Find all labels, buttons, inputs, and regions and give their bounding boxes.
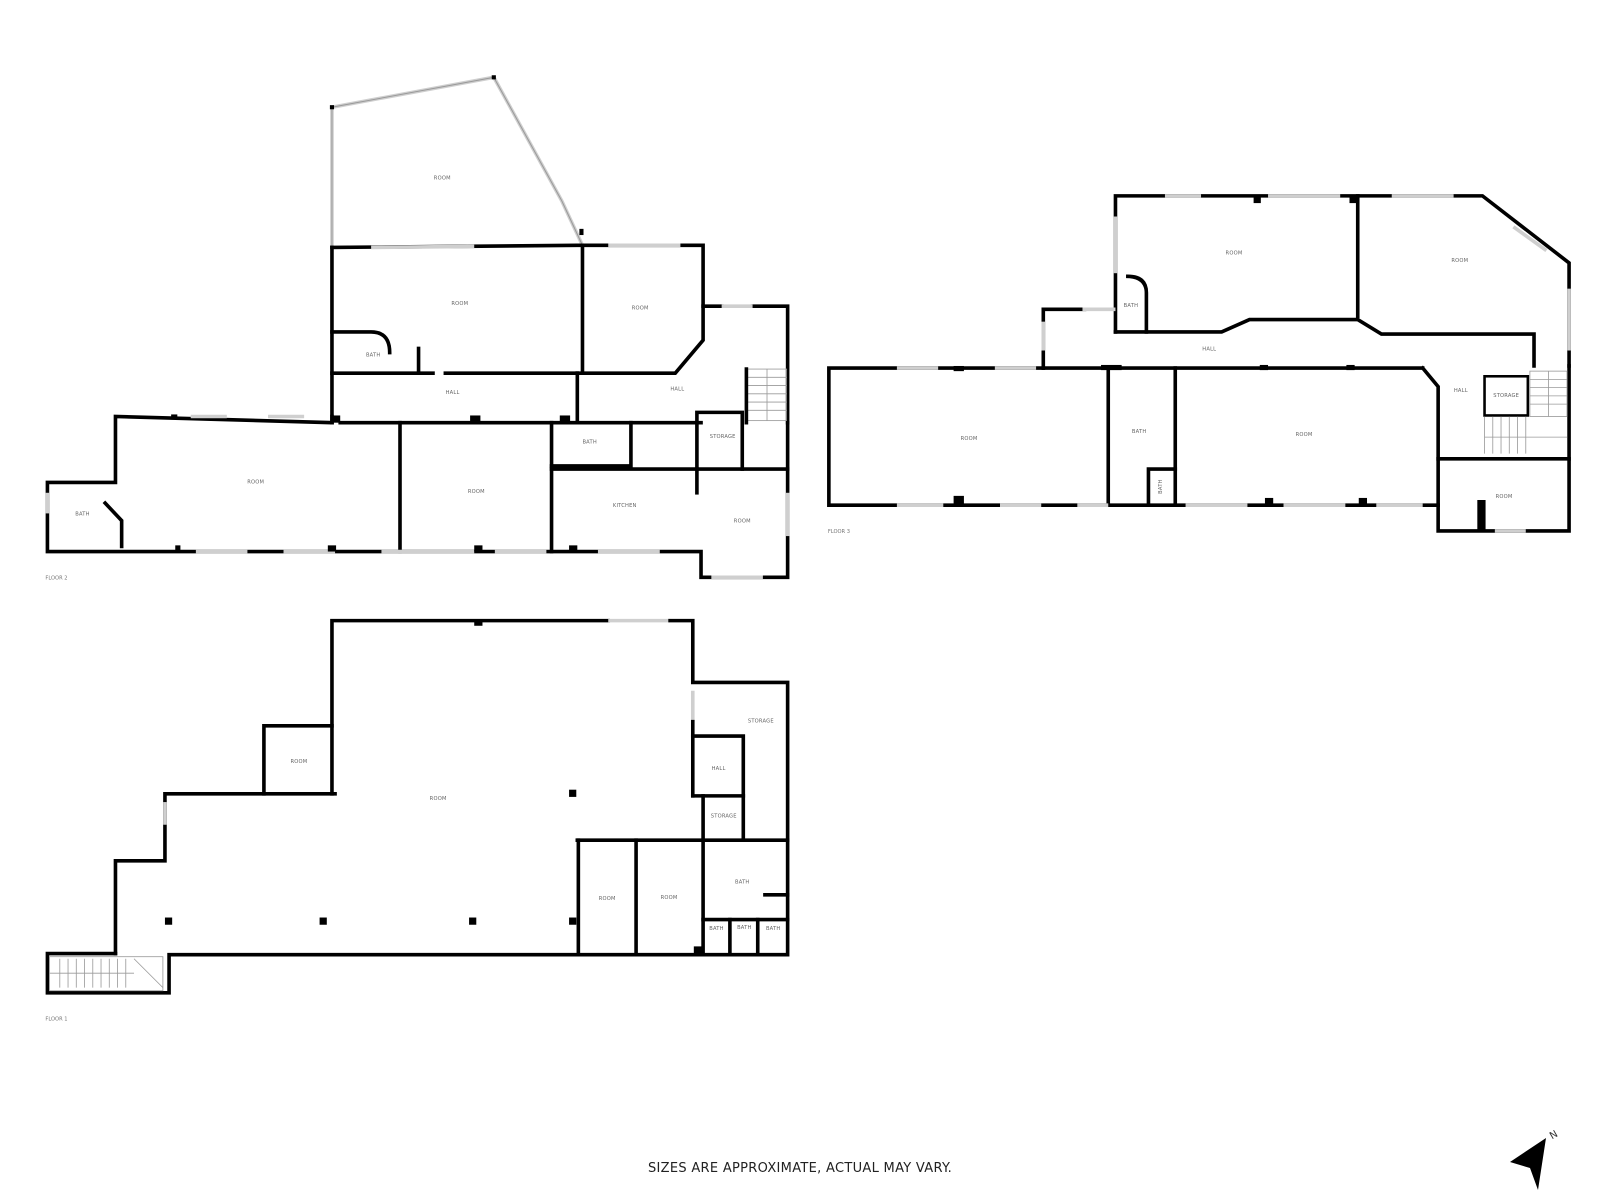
floor-2-plan: ROOM ROOM ROOM BATH HALL HALL BATH ROOM … bbox=[45, 75, 790, 581]
room-label: BATH bbox=[766, 926, 780, 932]
disclaimer-text: SIZES ARE APPROXIMATE, ACTUAL MAY VARY. bbox=[647, 1161, 953, 1176]
room-label: BATH bbox=[1132, 429, 1146, 435]
room-label: HALL bbox=[670, 387, 684, 393]
north-arrow-icon: N bbox=[1510, 1129, 1560, 1190]
room-label: BATH bbox=[366, 353, 380, 359]
room-label: ROOM bbox=[468, 489, 485, 495]
room-label: ROOM bbox=[1296, 432, 1313, 438]
room-label: STORAGE bbox=[710, 434, 736, 440]
room-label: BATH bbox=[1158, 479, 1164, 493]
room-label: HALL bbox=[1454, 388, 1468, 394]
floor-label: FLOOR 2 bbox=[45, 575, 67, 581]
room-label: ROOM bbox=[599, 896, 616, 902]
room-label: BATH bbox=[75, 511, 89, 517]
room-label: BATH bbox=[1124, 303, 1138, 309]
room-label: BATH bbox=[582, 439, 596, 445]
floor-1-plan: ROOM ROOM STORAGE HALL STORAGE ROOM ROOM… bbox=[45, 618, 790, 1023]
room-label: ROOM bbox=[434, 175, 451, 181]
room-label: ROOM bbox=[632, 305, 649, 311]
room-label: HALL bbox=[712, 766, 726, 772]
room-label: ROOM bbox=[734, 519, 751, 525]
floor-label: FLOOR 1 bbox=[45, 1017, 67, 1023]
room-label: ROOM bbox=[661, 895, 678, 901]
room-label: ROOM bbox=[961, 436, 978, 442]
room-label: HALL bbox=[1202, 347, 1216, 353]
room-label: ROOM bbox=[1496, 494, 1513, 500]
room-label: STORAGE bbox=[1493, 393, 1519, 399]
room-label: ROOM bbox=[247, 480, 264, 486]
room-label: STORAGE bbox=[748, 719, 774, 725]
room-label: HALL bbox=[446, 390, 460, 396]
room-label: BATH bbox=[737, 925, 751, 931]
room-label: ROOM bbox=[1451, 258, 1468, 264]
room-label: BATH bbox=[709, 926, 723, 932]
room-label: ROOM bbox=[430, 796, 447, 802]
room-label: ROOM bbox=[451, 301, 468, 307]
floor-3-plan: ROOM ROOM BATH HALL ROOM BATH BATH ROOM … bbox=[827, 194, 1571, 535]
room-label: BATH bbox=[735, 880, 749, 886]
floor-label: FLOOR 3 bbox=[828, 529, 850, 535]
room-label: ROOM bbox=[291, 759, 308, 765]
room-label: KITCHEN bbox=[613, 503, 637, 509]
room-label: ROOM bbox=[1226, 251, 1243, 257]
room-label: STORAGE bbox=[711, 814, 737, 820]
north-label: N bbox=[1548, 1129, 1560, 1142]
